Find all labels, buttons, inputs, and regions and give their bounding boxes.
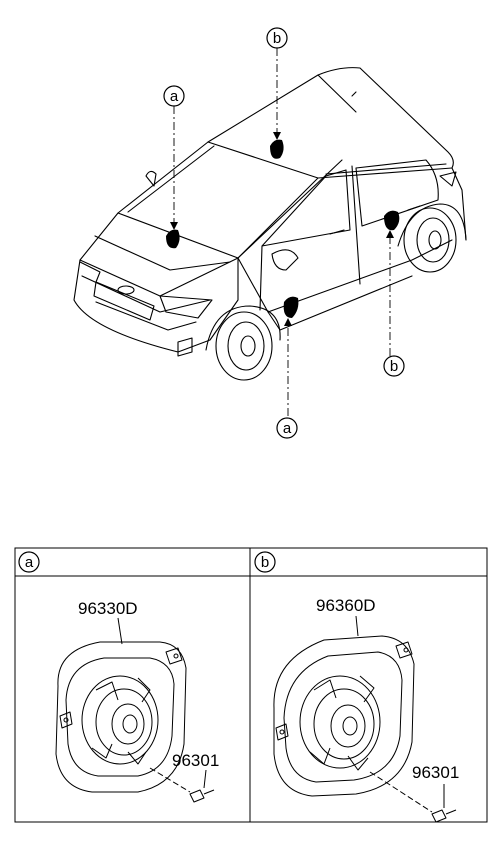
legend-header-a: a — [18, 551, 40, 573]
speaker-location-door-b — [384, 210, 400, 231]
legend-header-b: b — [254, 551, 276, 573]
svg-text:a: a — [25, 554, 34, 571]
speaker-b-drawing — [273, 615, 457, 823]
callout-b-bottom: b — [383, 355, 405, 377]
speaker-b-part-number: 96360D — [316, 596, 376, 615]
leader-arrowheads — [170, 132, 394, 326]
speaker-a-part-number: 96330D — [78, 599, 138, 618]
svg-text:a: a — [170, 88, 179, 105]
speaker-location-front-a — [166, 229, 180, 249]
svg-text:b: b — [390, 358, 398, 375]
speaker-location-door-a — [283, 296, 299, 318]
svg-text:b: b — [261, 554, 269, 571]
callout-a-bottom: a — [276, 417, 298, 439]
svg-text:b: b — [273, 30, 281, 47]
callout-a-top: a — [163, 85, 185, 107]
speaker-a-drawing — [55, 617, 215, 803]
car-illustration — [73, 67, 467, 381]
leader-lines — [173, 48, 391, 416]
speaker-location-rear-b — [270, 139, 284, 159]
svg-text:a: a — [283, 420, 292, 437]
screw-a-part-number: 96301 — [172, 751, 219, 770]
screw-b-part-number: 96301 — [412, 763, 459, 782]
speaker-locations — [166, 139, 400, 318]
legend-table: a b — [14, 547, 488, 823]
callout-b-top: b — [266, 27, 288, 49]
